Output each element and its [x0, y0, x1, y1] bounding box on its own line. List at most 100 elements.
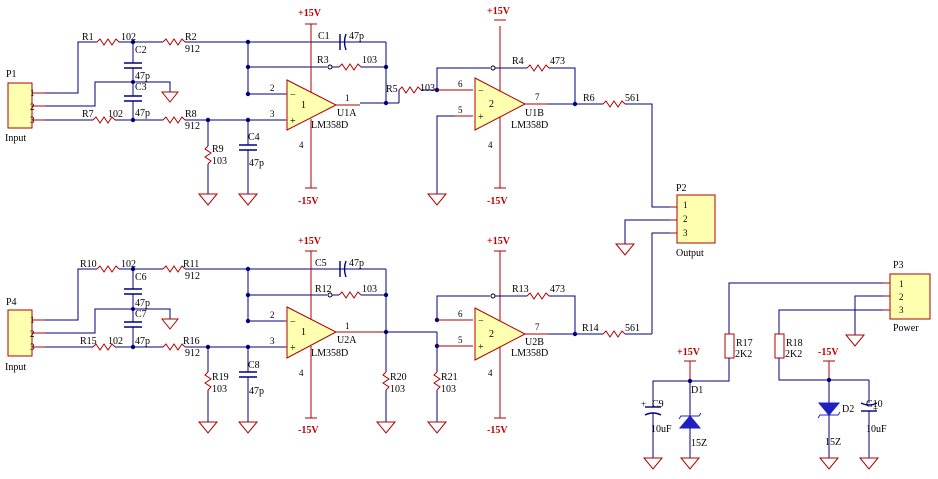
resistor-r15	[92, 343, 116, 351]
resistor-r4	[526, 64, 550, 72]
r17-value: 2K2	[735, 349, 752, 360]
u1b-vpos-label: +15V	[487, 6, 511, 17]
d1-ref: D1	[691, 385, 703, 396]
c1-value: 47p	[349, 31, 364, 42]
psu-vpos-label: +15V	[677, 347, 701, 358]
u2a-pin-vneg: 4	[299, 368, 304, 378]
r10-ref: R10	[80, 259, 97, 270]
p2-pin3: 3	[683, 228, 688, 238]
c5-ref: C5	[315, 258, 327, 269]
p3-pin3: 3	[899, 305, 904, 315]
resistor-r10	[96, 265, 120, 273]
u1b-pin-out: 7	[535, 92, 540, 102]
resistor-r19	[204, 371, 212, 391]
r8-value: 912	[185, 121, 200, 132]
p3-ref: P3	[893, 260, 904, 271]
p3-pin1: 1	[899, 279, 904, 289]
d2-ref: D2	[842, 404, 854, 415]
r4-value: 473	[550, 56, 565, 67]
c9-ref: C9	[652, 399, 664, 410]
resistor-r11	[162, 265, 186, 273]
r6-ref: R6	[583, 93, 595, 104]
u2a-pin-out: 1	[345, 321, 350, 331]
svg-text:+: +	[290, 343, 296, 354]
r2-value: 912	[185, 44, 200, 55]
resistor-r17	[724, 333, 735, 359]
connector-p4: P4 1 2 3 Input	[5, 297, 35, 373]
u2a-num: 1	[301, 327, 306, 338]
r14-ref: R14	[582, 323, 599, 334]
u1a-num: 1	[301, 100, 306, 111]
r20-ref: R20	[390, 372, 407, 383]
p2-name: Output	[676, 248, 704, 259]
r11-value: 912	[185, 271, 200, 282]
p2-pin2: 2	[683, 214, 688, 224]
svg-text:−: −	[478, 316, 484, 327]
c6-ref: C6	[135, 272, 147, 283]
resistor-r8	[162, 116, 186, 124]
d2-value: 15Z	[825, 437, 841, 448]
psu-vneg-label: -15V	[818, 347, 839, 358]
u1a-ref: U1A	[337, 108, 357, 119]
r12-value: 103	[362, 284, 377, 295]
c5-value: 47p	[349, 258, 364, 269]
resistor-r14	[602, 330, 626, 338]
u1b-part: LM358D	[511, 120, 548, 131]
u1a-vpos-label: +15V	[298, 8, 322, 19]
u1b-vneg-label: -15V	[487, 196, 508, 207]
p3-pin2: 2	[899, 292, 904, 302]
r9-value: 103	[212, 156, 227, 167]
u2b-pin-vneg: 4	[488, 368, 493, 378]
d1-value: 15Z	[691, 438, 707, 449]
r15-value: 102	[108, 336, 123, 347]
u1a-pin-minus: 2	[270, 83, 275, 93]
u2b-vneg-label: -15V	[487, 425, 508, 436]
resistor-r7	[92, 116, 116, 124]
r13-ref: R13	[512, 284, 529, 295]
r19-ref: R19	[212, 372, 229, 383]
p4-ref: P4	[6, 297, 17, 308]
r9-ref: R9	[212, 144, 224, 155]
r21-value: 103	[441, 384, 456, 395]
c8-ref: C8	[248, 360, 260, 371]
resistor-r1	[96, 38, 120, 46]
u1b-pin-minus: 6	[458, 79, 463, 89]
r4-ref: R4	[512, 56, 524, 67]
resistor-r9	[204, 145, 212, 165]
r18-ref: R18	[786, 338, 803, 349]
u2b-pin-out: 7	[535, 322, 540, 332]
resistor-r5	[398, 86, 422, 94]
r16-ref: R16	[183, 336, 200, 347]
c7-ref: C7	[135, 309, 147, 320]
resistor-r20	[382, 371, 390, 391]
p2-ref: P2	[676, 183, 687, 194]
opamp-u2b: 6 5 − + 2 7 U2B LM358D 4	[437, 251, 548, 418]
u2a-vpos-label: +15V	[298, 236, 322, 247]
resistor-r18	[774, 333, 785, 359]
c2-ref: C2	[135, 45, 147, 56]
u1a-pin-out: 1	[345, 93, 350, 103]
opamp-u1b: 6 5 − + 2 7 U1B LM358D 4	[437, 26, 548, 188]
resistor-r6	[602, 100, 626, 108]
r1-ref: R1	[82, 32, 94, 43]
svg-text:−: −	[478, 86, 484, 97]
r17-ref: R17	[736, 338, 753, 349]
c3-value: 47p	[135, 108, 150, 119]
u2a-pin-plus: 3	[270, 336, 275, 346]
r13-value: 473	[550, 284, 565, 295]
r11-ref: R11	[183, 259, 199, 270]
r12-ref: R12	[315, 284, 332, 295]
r20-value: 103	[390, 384, 405, 395]
svg-text:−: −	[290, 317, 296, 328]
r3-value: 103	[362, 55, 377, 66]
resistor-r3	[338, 63, 362, 71]
c6-value: 47p	[135, 298, 150, 309]
resistor-r12	[338, 291, 362, 299]
u1b-num: 2	[489, 99, 494, 110]
r5-ref: R5	[386, 84, 398, 95]
r7-ref: R7	[82, 109, 94, 120]
p4-pin2: 2	[30, 329, 35, 339]
r21-ref: R21	[441, 372, 458, 383]
p1-ref: P1	[6, 69, 17, 80]
c9-value: 10uF	[651, 424, 672, 435]
